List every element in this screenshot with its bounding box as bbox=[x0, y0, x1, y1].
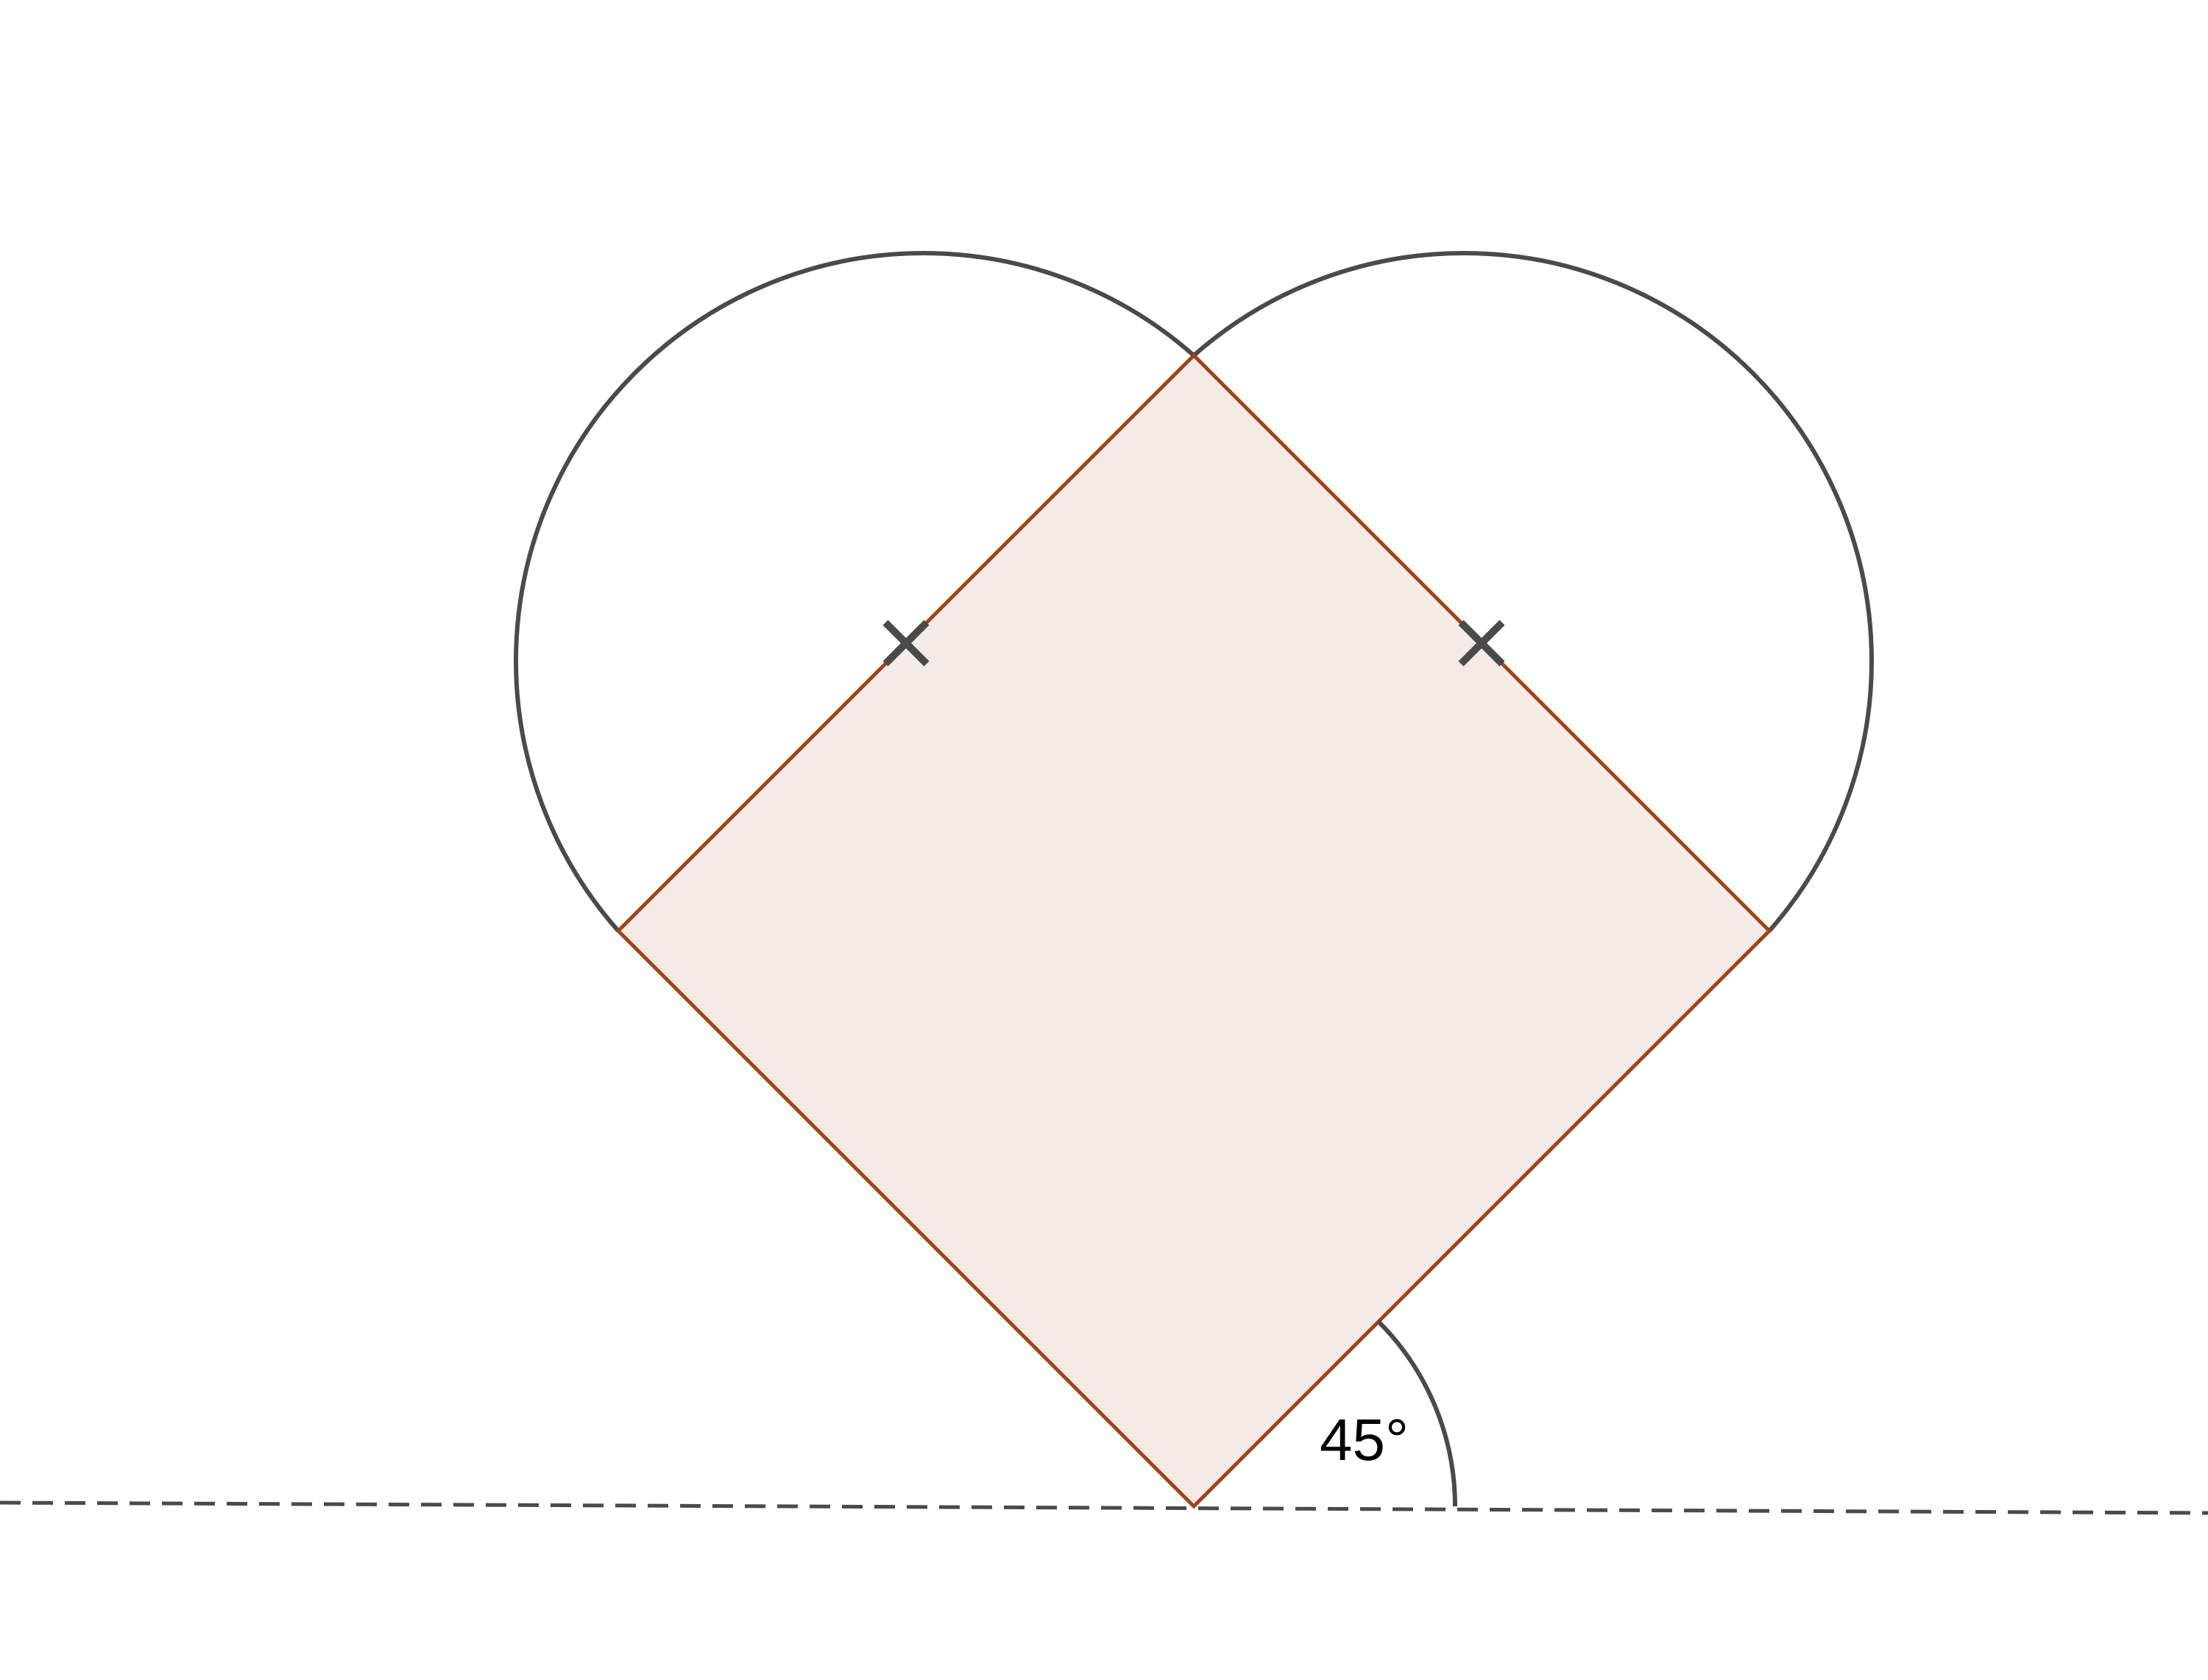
dashed-baseline bbox=[0, 1500, 2208, 1515]
left-semicircle-arc bbox=[514, 251, 1195, 932]
cross-mark-icon bbox=[1458, 620, 1505, 667]
angle-label: 45° bbox=[1320, 1407, 1409, 1472]
cross-mark-icon bbox=[882, 620, 930, 667]
angle-arc bbox=[1376, 1319, 1457, 1507]
right-semicircle-arc bbox=[1192, 251, 1874, 932]
rotated-square bbox=[615, 352, 1772, 1509]
